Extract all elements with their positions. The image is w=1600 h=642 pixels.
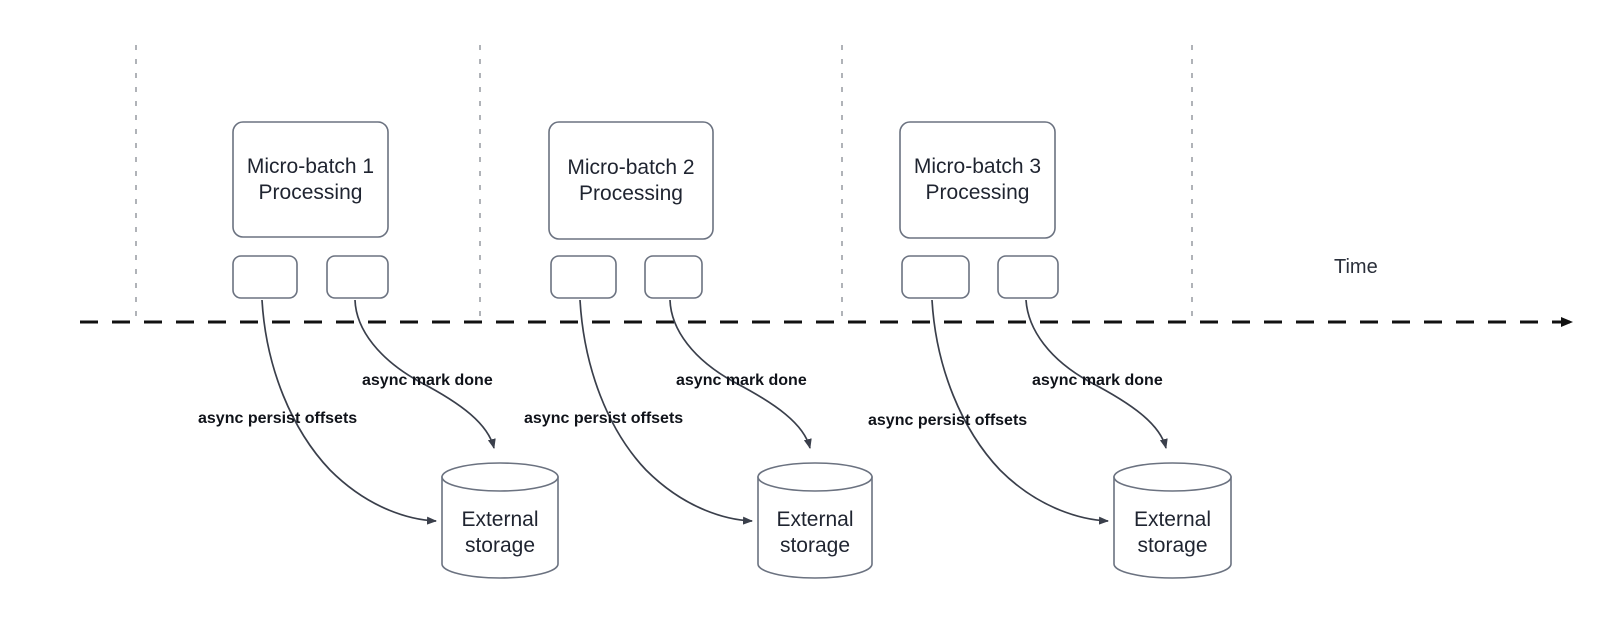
batch-1-box[interactable]	[232, 121, 389, 238]
time-divider-group	[135, 45, 1193, 320]
persist-offsets-3-path	[931, 299, 1109, 525]
batch-3-box[interactable]	[899, 121, 1056, 239]
mark-done-1-path	[354, 299, 496, 449]
mark-done-1-label: async mark done	[362, 372, 493, 389]
batch-1-storage-body	[441, 476, 559, 579]
batch-2-storage-body	[757, 476, 873, 579]
batch-3-storage[interactable]	[1113, 462, 1232, 579]
persist-offsets-2-path	[579, 299, 753, 525]
persist-offsets-1-label: async persist offsets	[198, 410, 358, 427]
batch-3-storage-top	[1113, 462, 1232, 492]
task-3a-box[interactable]	[901, 255, 970, 299]
batch-2-box[interactable]	[548, 121, 714, 240]
batch-1-storage[interactable]	[441, 462, 559, 579]
mark-done-2-path	[669, 299, 812, 449]
time-axis-label: Time	[1334, 256, 1378, 278]
mark-done-2-label: async mark done	[676, 372, 807, 389]
task-1b-box[interactable]	[326, 255, 389, 299]
batch-2-storage[interactable]	[757, 462, 873, 579]
task-3b-box[interactable]	[997, 255, 1059, 299]
mark-done-3-path	[1025, 299, 1168, 449]
persist-offsets-2-label: async persist offsets	[524, 410, 684, 427]
batch-3-storage-body	[1113, 476, 1232, 579]
edge-group	[261, 299, 1168, 525]
task-2a-box[interactable]	[550, 255, 617, 299]
persist-offsets-1-path	[261, 299, 437, 525]
batch-1-storage-top	[441, 462, 559, 492]
node-group	[232, 121, 1232, 579]
batch-2-storage-top	[757, 462, 873, 492]
task-2b-box[interactable]	[644, 255, 703, 299]
mark-done-3-label: async mark done	[1032, 372, 1163, 389]
task-1a-box[interactable]	[232, 255, 298, 299]
persist-offsets-3-label: async persist offsets	[868, 412, 1028, 429]
